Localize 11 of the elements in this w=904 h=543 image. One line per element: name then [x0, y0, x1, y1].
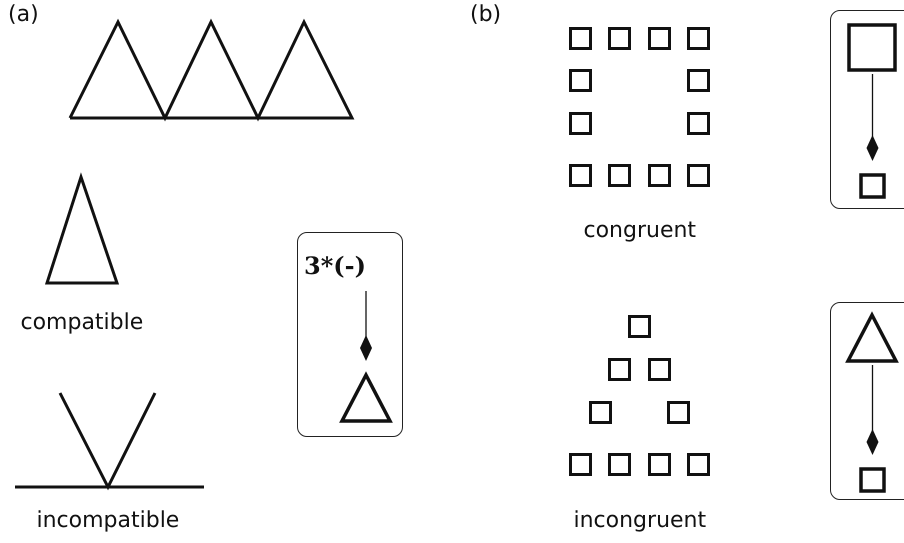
connector-line — [360, 291, 372, 361]
caption-label: incompatible — [36, 508, 180, 533]
caption-label: compatible — [20, 310, 144, 335]
caption-label: incongruent — [574, 508, 706, 533]
rounded-box — [297, 232, 403, 437]
connector-line — [866, 74, 878, 161]
caption-label: congruent — [584, 218, 696, 243]
term-label: 3*(-) — [304, 251, 366, 289]
connector-line — [866, 365, 878, 455]
panel-label: (a) — [8, 2, 39, 27]
panel-label: (b) — [470, 2, 502, 27]
